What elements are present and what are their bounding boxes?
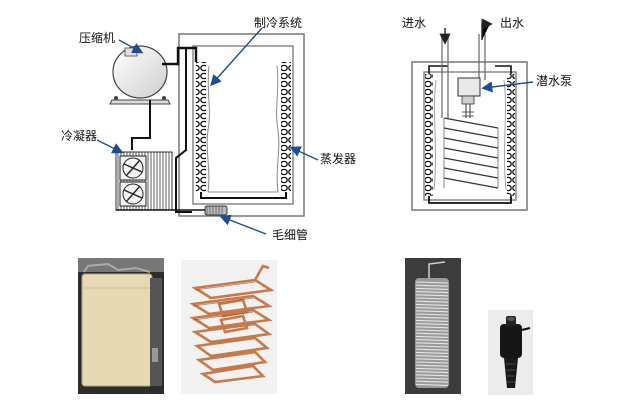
inner-spiral xyxy=(443,117,499,189)
comp-to-cond-pipe xyxy=(131,100,151,150)
liner-right xyxy=(276,65,280,193)
label-water-out: 出水 xyxy=(500,16,525,30)
copper-coil-photo xyxy=(181,260,277,394)
steel-coil-photo xyxy=(405,258,461,394)
insulated-box-photo xyxy=(78,258,164,394)
condenser xyxy=(115,151,173,211)
pipe-liner xyxy=(433,79,437,191)
label-refrigeration-system: 制冷系统 xyxy=(254,16,303,30)
arrow-evaporator xyxy=(289,146,319,161)
water-in-pipe xyxy=(441,34,449,118)
cabinet-outer xyxy=(178,33,305,217)
tank-coil-right xyxy=(507,74,515,196)
arrow-capillary xyxy=(219,214,267,235)
arrow-condenser xyxy=(96,139,124,154)
discharge-pipe xyxy=(162,46,198,66)
label-condenser: 冷凝器 xyxy=(61,129,98,143)
label-submersible-pump: 潜水泵 xyxy=(536,74,573,88)
label-compressor: 压缩机 xyxy=(79,31,116,45)
arrow-compressor xyxy=(118,39,144,54)
arrow-refrigeration xyxy=(210,27,263,87)
tank-inner xyxy=(423,71,517,201)
label-evaporator: 蒸发器 xyxy=(320,152,357,166)
arrow-pump xyxy=(481,81,534,93)
tank-outer xyxy=(411,61,528,211)
cabinet-inner xyxy=(192,45,294,205)
compressor xyxy=(109,45,171,105)
label-water-in: 进水 xyxy=(402,16,427,30)
water-out-pipe xyxy=(478,34,486,80)
submersible-pump-photo xyxy=(488,310,533,395)
liner-left xyxy=(206,65,210,193)
arrow-water-out xyxy=(481,18,493,40)
tank-coil-left xyxy=(425,74,433,196)
suction-pipe xyxy=(175,48,192,213)
evaporator-coil-right xyxy=(281,62,291,192)
pump-diagram xyxy=(457,77,481,118)
evaporator-bottom-pipe xyxy=(200,192,287,199)
evaporator-coil-left xyxy=(196,62,206,192)
label-capillary: 毛细管 xyxy=(272,228,309,242)
